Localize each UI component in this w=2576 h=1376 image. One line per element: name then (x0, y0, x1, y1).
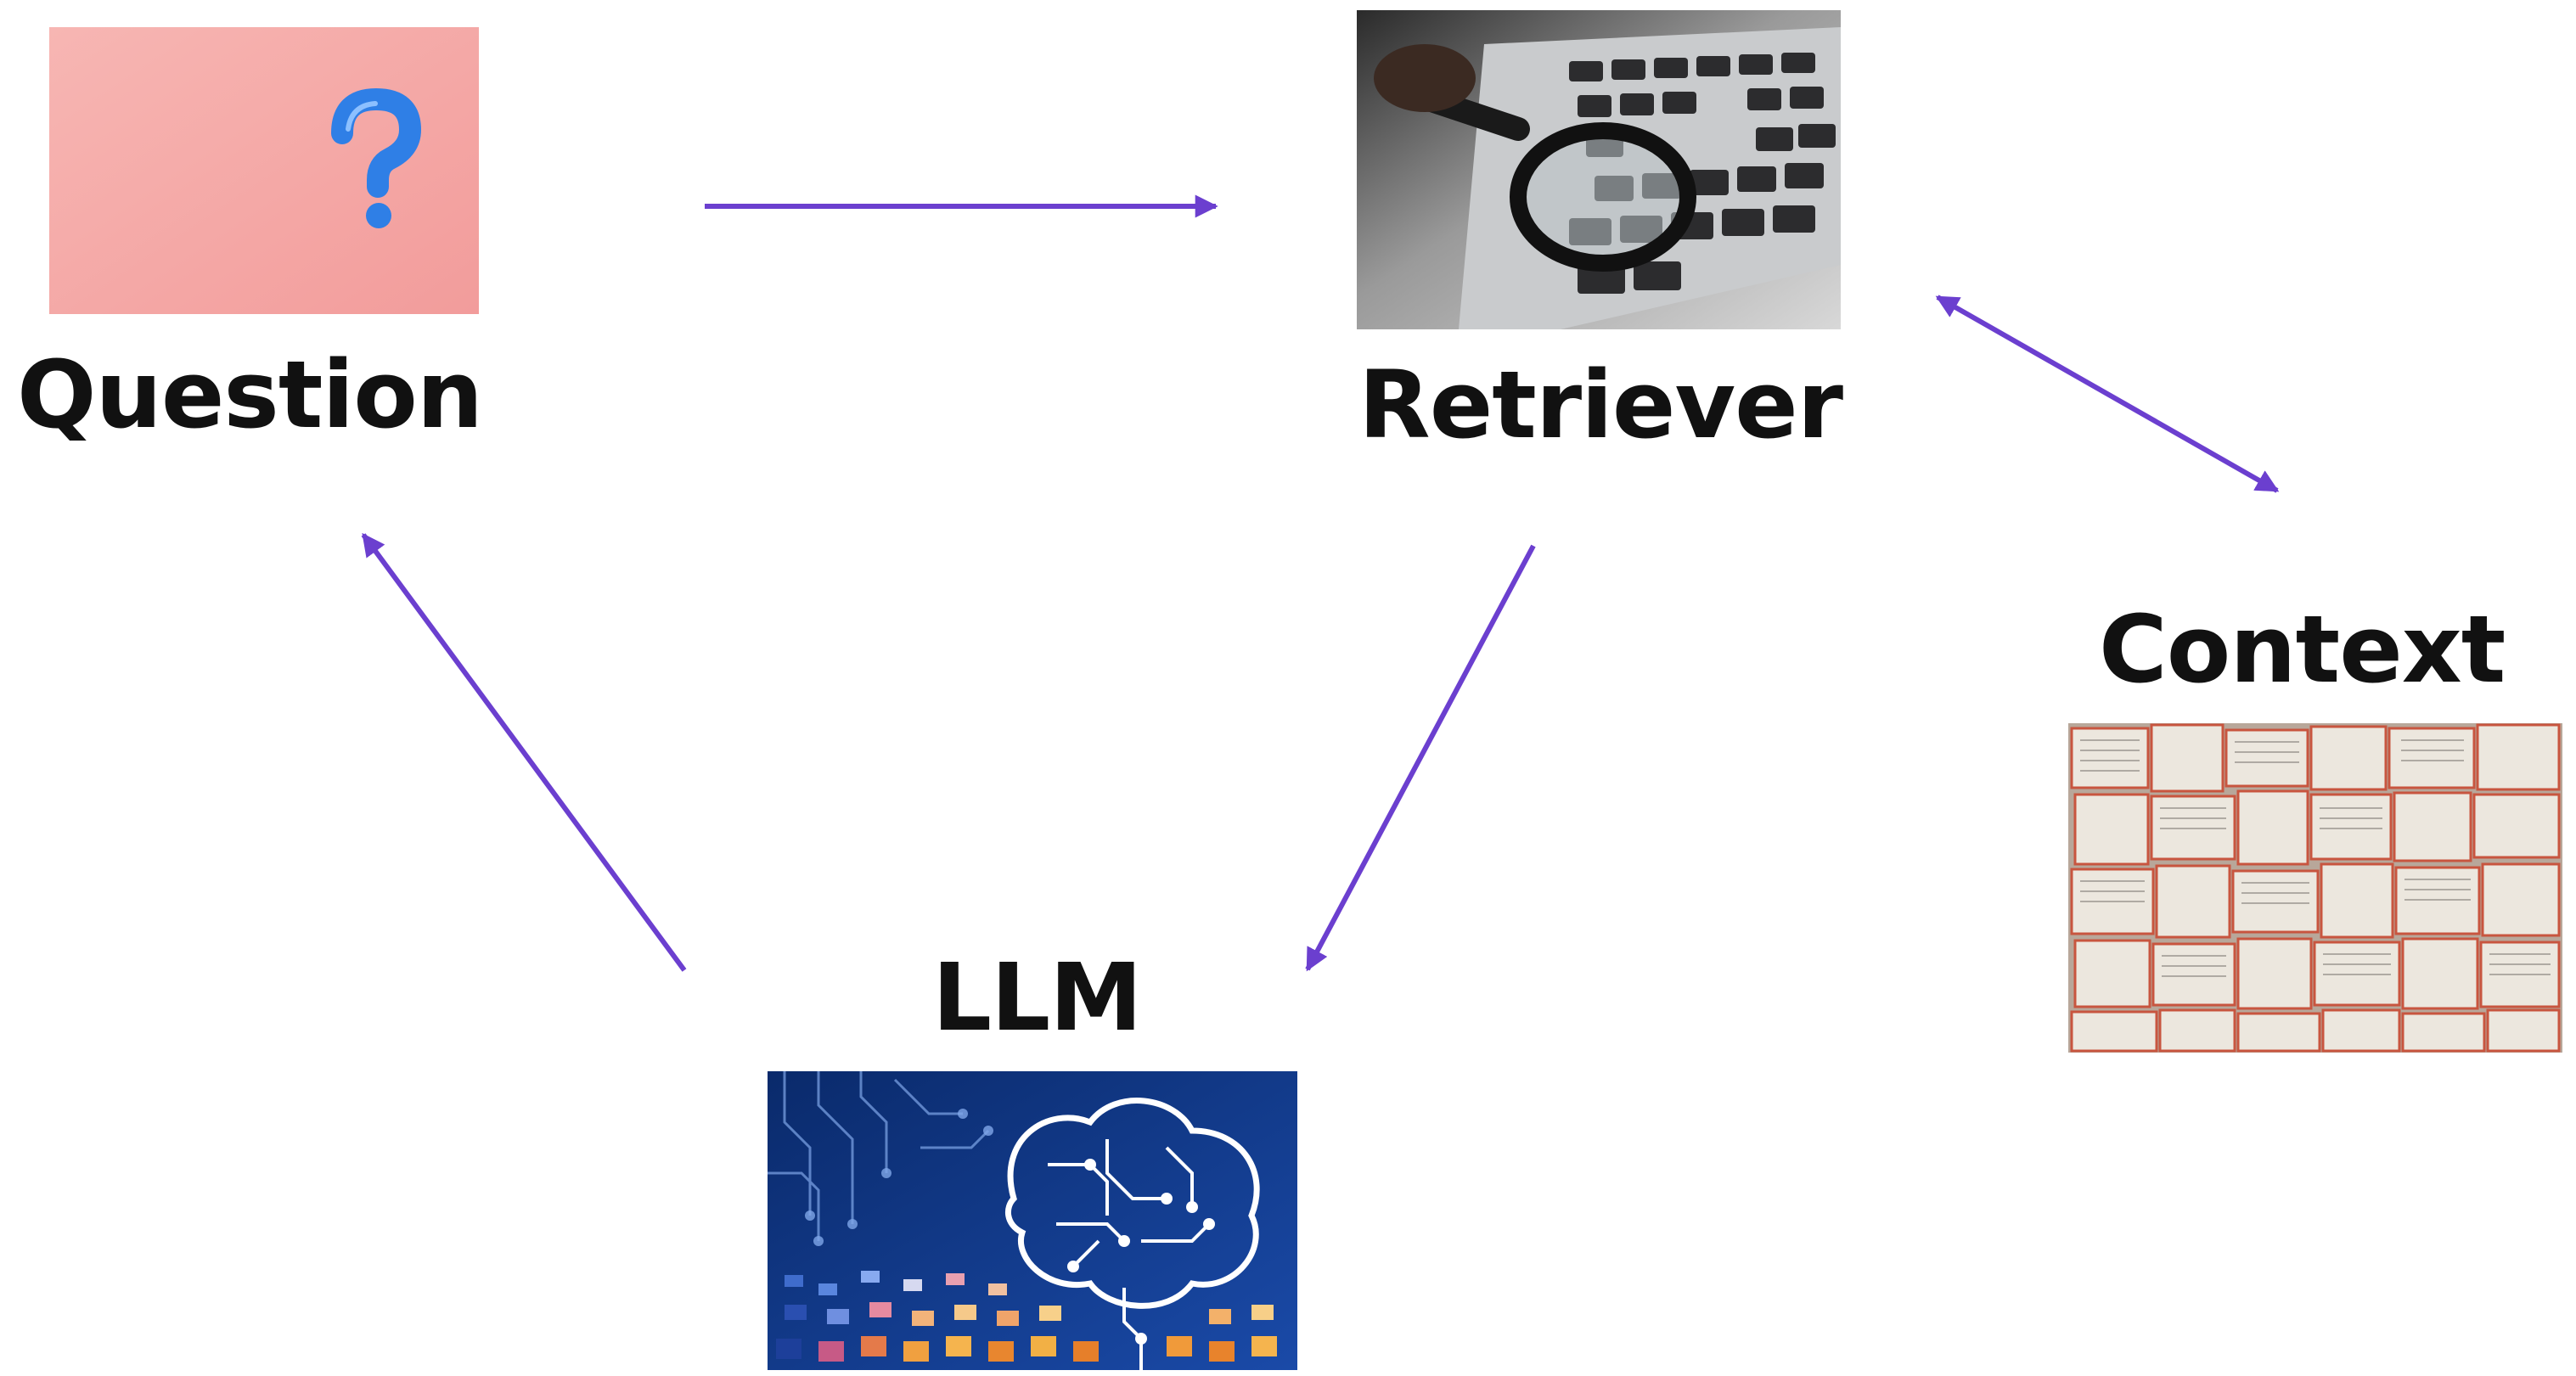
circuit-brain-icon (768, 1071, 1297, 1370)
question-mark-icon (49, 27, 479, 314)
book-pages-icon (2068, 723, 2562, 1053)
question-label: Question (17, 340, 483, 449)
arrow-retriever-to-llm (1305, 544, 1536, 972)
context-label: Context (2099, 595, 2506, 704)
llm-label: LLM (932, 943, 1143, 1052)
retriever-label: Retriever (1358, 351, 1843, 459)
question-image (49, 27, 479, 314)
magnifying-glass-icon (1357, 10, 1841, 329)
arrow-llm-to-question (361, 532, 687, 972)
context-image (2068, 723, 2562, 1053)
llm-image (768, 1071, 1297, 1370)
arrow-retriever-context (1935, 295, 2280, 493)
retriever-image (1357, 10, 1841, 329)
